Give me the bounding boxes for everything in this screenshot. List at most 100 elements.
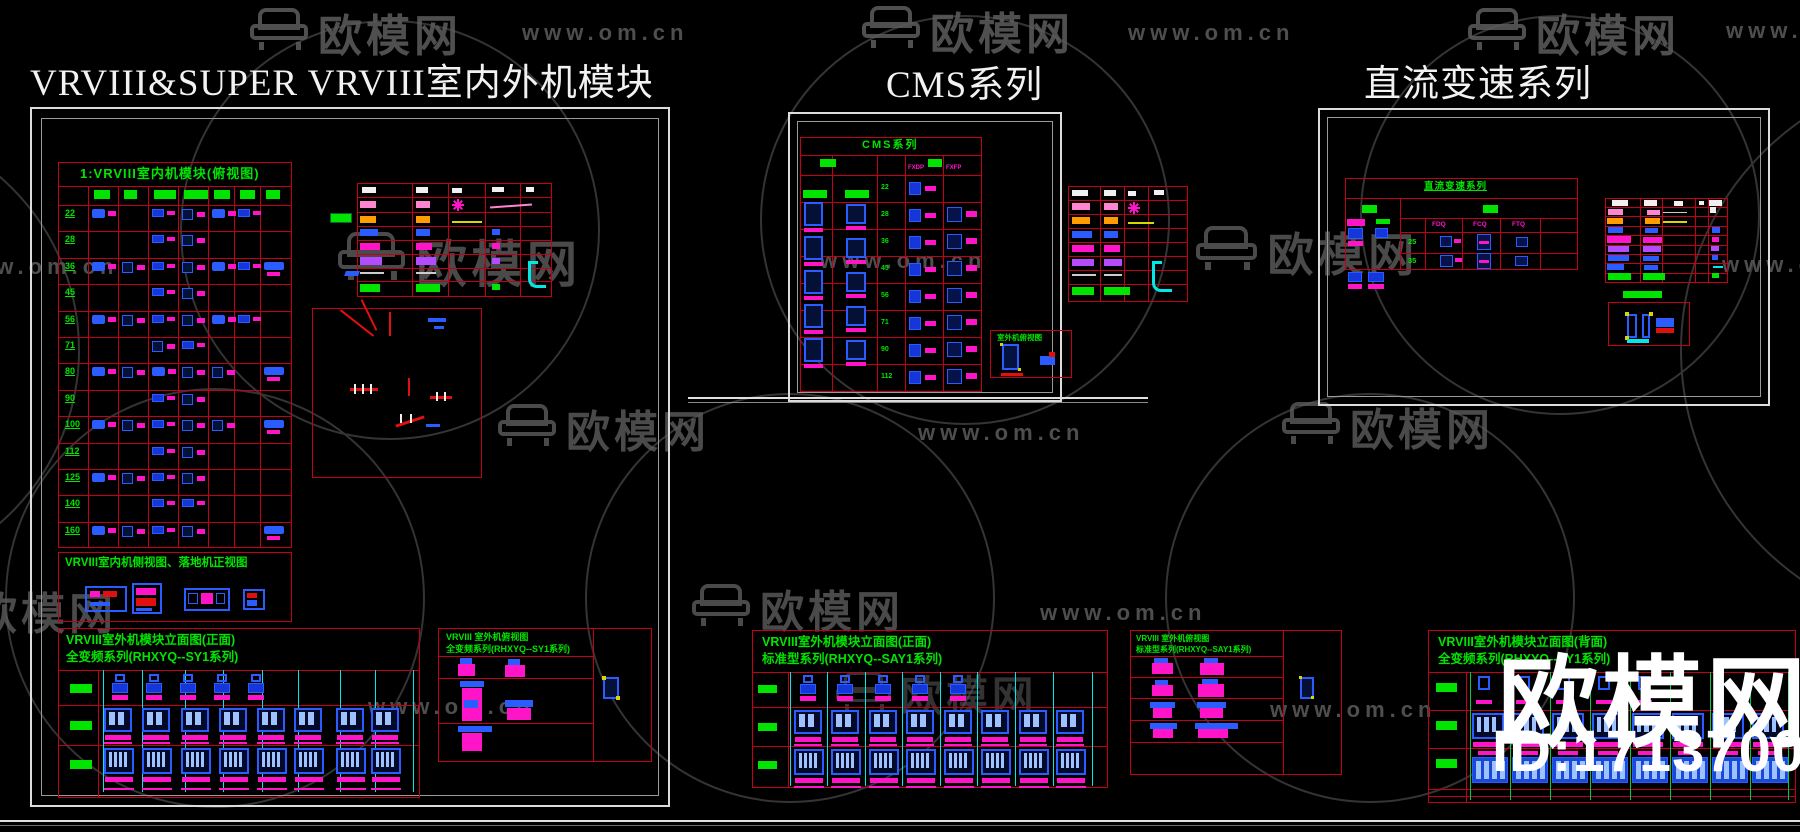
legend-bar bbox=[1072, 217, 1090, 224]
grid-line-v bbox=[790, 672, 791, 786]
outdoor-unit-body bbox=[146, 683, 162, 693]
unit-label bbox=[197, 423, 205, 429]
sv-mark bbox=[90, 602, 110, 606]
indoor-unit bbox=[92, 314, 105, 324]
sofa-icon bbox=[862, 6, 926, 52]
grid-line-h bbox=[58, 310, 292, 312]
indoor-unit bbox=[152, 209, 164, 217]
section-title: VRVIII 室外机俯视图 bbox=[446, 632, 529, 642]
sofa-seat bbox=[1196, 242, 1257, 260]
pipe-tick bbox=[410, 414, 412, 423]
unit-label bbox=[197, 449, 205, 455]
grid-line-v bbox=[1148, 186, 1149, 302]
unit-label bbox=[105, 777, 133, 782]
grid-line-h bbox=[1605, 207, 1728, 208]
unit-underline bbox=[219, 742, 247, 744]
unit-label bbox=[966, 373, 977, 379]
grid-line-v bbox=[877, 155, 878, 392]
indoor-row-label: 45 bbox=[65, 287, 76, 298]
unit-door bbox=[1024, 753, 1027, 768]
unit-underline bbox=[944, 786, 974, 788]
column-header-block bbox=[214, 190, 230, 199]
unit-underline bbox=[371, 788, 401, 790]
unit-door bbox=[262, 752, 265, 767]
unit-label bbox=[800, 696, 816, 701]
unit-underline bbox=[371, 742, 399, 744]
unit-door bbox=[267, 752, 270, 767]
watermark-url-text: www.om.cn bbox=[918, 420, 1085, 445]
unit-label bbox=[966, 238, 977, 244]
unit-door bbox=[1484, 761, 1489, 779]
sofa-icon bbox=[1282, 402, 1346, 448]
unit-door bbox=[986, 753, 989, 768]
unit-label bbox=[228, 263, 236, 269]
cms-row-label: 45 bbox=[881, 265, 889, 272]
grid-line-v bbox=[940, 672, 941, 786]
unit-label bbox=[197, 370, 205, 376]
unit-label bbox=[108, 422, 116, 428]
legend-line bbox=[1128, 222, 1154, 224]
unit-door bbox=[304, 752, 307, 767]
unit-label bbox=[248, 695, 264, 700]
grid-line-h bbox=[438, 656, 593, 657]
cms-panel-outer bbox=[788, 112, 1062, 402]
unit-door bbox=[1651, 717, 1656, 732]
section-title: 全变频系列(RHXYQ--SY1系列) bbox=[66, 650, 239, 664]
indoor-unit bbox=[152, 341, 163, 352]
brand-overlay-id: ID:1713700 bbox=[1492, 719, 1800, 784]
pipe-tick bbox=[436, 392, 438, 401]
cms-unit bbox=[804, 304, 823, 328]
grid-line-v bbox=[208, 186, 209, 548]
grid-line-v bbox=[1630, 672, 1631, 800]
legend-bar bbox=[416, 201, 430, 208]
grid-line-v bbox=[118, 186, 119, 548]
pipe-elbow bbox=[1152, 262, 1172, 292]
unit-label bbox=[197, 238, 205, 244]
unit-label bbox=[846, 362, 866, 366]
column-header-block bbox=[1483, 205, 1498, 213]
dc-col-header: FTQ bbox=[1512, 221, 1525, 228]
unit-label bbox=[1454, 239, 1461, 243]
unit-door bbox=[277, 752, 280, 767]
unit-door bbox=[1476, 761, 1481, 779]
dc-table-title: 直流变速系列 bbox=[1424, 181, 1488, 192]
legend-bar bbox=[1104, 245, 1120, 252]
grid-line-h bbox=[1130, 698, 1283, 699]
title-cms: CMS系列 bbox=[886, 65, 1044, 106]
outdoor-unit-cap bbox=[217, 674, 227, 682]
unit-door bbox=[1740, 761, 1745, 779]
row-label-block bbox=[758, 723, 777, 731]
unit-door bbox=[874, 753, 877, 768]
unit-label bbox=[167, 290, 175, 295]
section-title: 全变频系列(RHXYQ--SY1系列) bbox=[446, 644, 571, 654]
legend-bar bbox=[416, 243, 432, 250]
grid-line-v bbox=[1470, 672, 1471, 800]
sv-mark bbox=[136, 608, 152, 611]
unit-label bbox=[804, 296, 823, 300]
unit-underline bbox=[794, 786, 824, 788]
grid-line-v bbox=[943, 155, 944, 392]
legend-bar bbox=[1607, 264, 1624, 270]
unit-label bbox=[108, 369, 116, 375]
unit-door bbox=[350, 712, 356, 725]
topview-cap bbox=[1204, 658, 1218, 663]
grid-line-h bbox=[1605, 254, 1728, 255]
pipe-tick bbox=[400, 414, 402, 423]
grid-line-v bbox=[902, 672, 903, 786]
subbox-icon bbox=[1040, 356, 1055, 365]
sofa-icon bbox=[1196, 226, 1263, 274]
sofa-icon bbox=[1468, 8, 1532, 54]
outdoor-unit-cap bbox=[840, 675, 850, 683]
legend-bar bbox=[1154, 190, 1164, 195]
grid-line-h bbox=[1605, 273, 1728, 274]
unit-door bbox=[995, 714, 1001, 727]
grid-line-v bbox=[408, 378, 410, 396]
unit-label bbox=[267, 535, 280, 540]
grid-line-h bbox=[1605, 226, 1728, 227]
legend-bar bbox=[1104, 287, 1130, 295]
unit-label bbox=[846, 294, 866, 298]
unit-label bbox=[1479, 241, 1489, 244]
unit-label bbox=[228, 211, 236, 216]
unit-label bbox=[197, 291, 205, 297]
side-view-unit bbox=[132, 583, 162, 614]
